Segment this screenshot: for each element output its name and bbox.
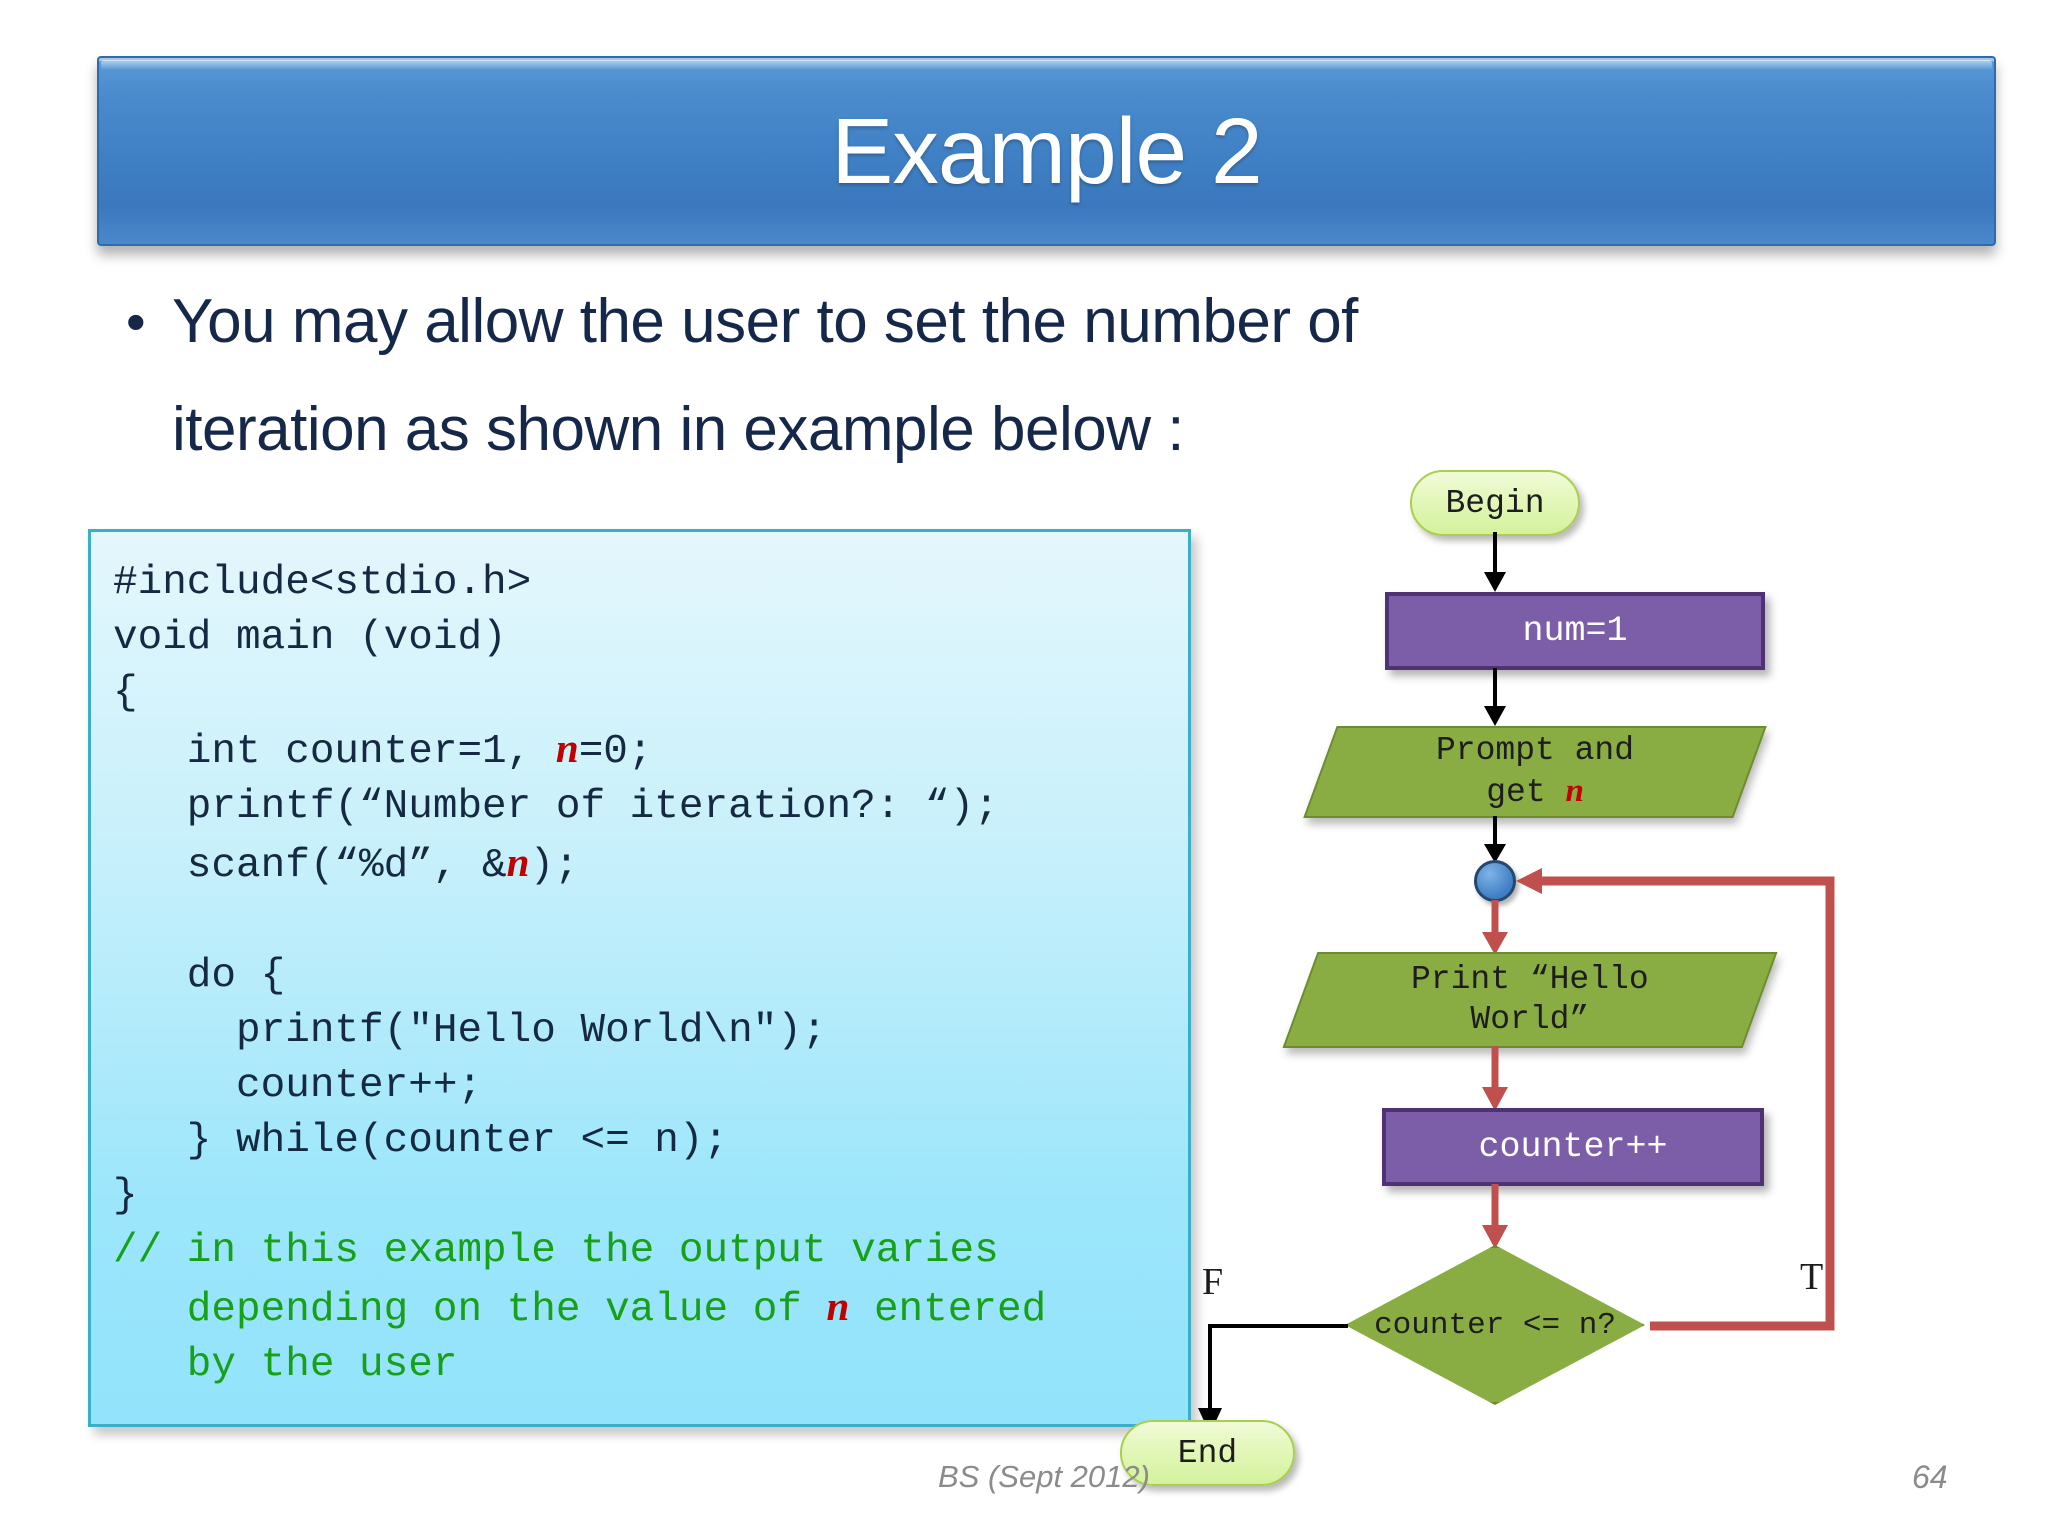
flowchart-node-decision-label: counter <= n? xyxy=(1374,1307,1616,1343)
flowchart-node-increment: counter++ xyxy=(1382,1108,1764,1186)
flowchart-label-false: F xyxy=(1202,1261,1224,1303)
flowchart-node-increment-label: counter++ xyxy=(1478,1127,1668,1167)
bullet-item-continuation: iteration as shown in example below : xyxy=(118,376,1908,484)
flowchart-label-true: T xyxy=(1800,1256,1824,1298)
flowchart-node-end-label: End xyxy=(1177,1434,1238,1472)
code-snippet-text: #include<stdio.h> void main (void) { int… xyxy=(113,560,1047,1388)
flowchart-node-init: num=1 xyxy=(1385,592,1765,670)
footer-attribution: BS (Sept 2012) xyxy=(938,1459,1150,1494)
page-title: Example 2 xyxy=(831,98,1262,203)
flowchart-node-input: Prompt and get n xyxy=(1303,726,1767,818)
edge-decision-false-to-end xyxy=(1198,1324,1348,1434)
edge-init-to-input xyxy=(1484,668,1506,726)
edge-begin-to-init xyxy=(1484,532,1506,592)
page-number: 64 xyxy=(1912,1459,1948,1495)
bullet-item: • You may allow the user to set the numb… xyxy=(118,268,1908,376)
flowchart-node-input-line1: Prompt and xyxy=(1435,732,1635,769)
flowchart-node-begin-label: Begin xyxy=(1445,484,1545,522)
flowchart-node-init-label: num=1 xyxy=(1522,611,1628,651)
flowchart-node-input-line2-prefix: get xyxy=(1486,774,1566,811)
edge-junction-to-output xyxy=(1482,900,1508,955)
edge-increment-to-decision xyxy=(1482,1184,1508,1249)
flowchart-diagram: Begin num=1 Prompt and get n Print “Hell… xyxy=(1120,470,2030,1486)
bullet-line-1: You may allow the user to set the number… xyxy=(172,287,1358,356)
bullet-line-2: iteration as shown in example below : xyxy=(172,395,1184,464)
flowchart-node-input-label: Prompt and get n xyxy=(1436,731,1634,813)
bullet-marker-icon: • xyxy=(126,290,146,353)
bullet-list: • You may allow the user to set the numb… xyxy=(118,268,1908,484)
slide-title-banner: Example 2 xyxy=(97,56,1996,246)
flowchart-node-begin: Begin xyxy=(1410,470,1580,536)
edge-decision-true-loop xyxy=(1516,868,1835,1331)
flowchart-node-input-variable: n xyxy=(1565,773,1584,809)
edge-output-to-increment xyxy=(1482,1046,1508,1111)
code-snippet-panel: #include<stdio.h> void main (void) { int… xyxy=(88,529,1191,1427)
flowchart-junction-node xyxy=(1474,860,1516,902)
flowchart-node-end: End xyxy=(1120,1420,1295,1486)
edge-input-to-junction xyxy=(1484,816,1506,863)
